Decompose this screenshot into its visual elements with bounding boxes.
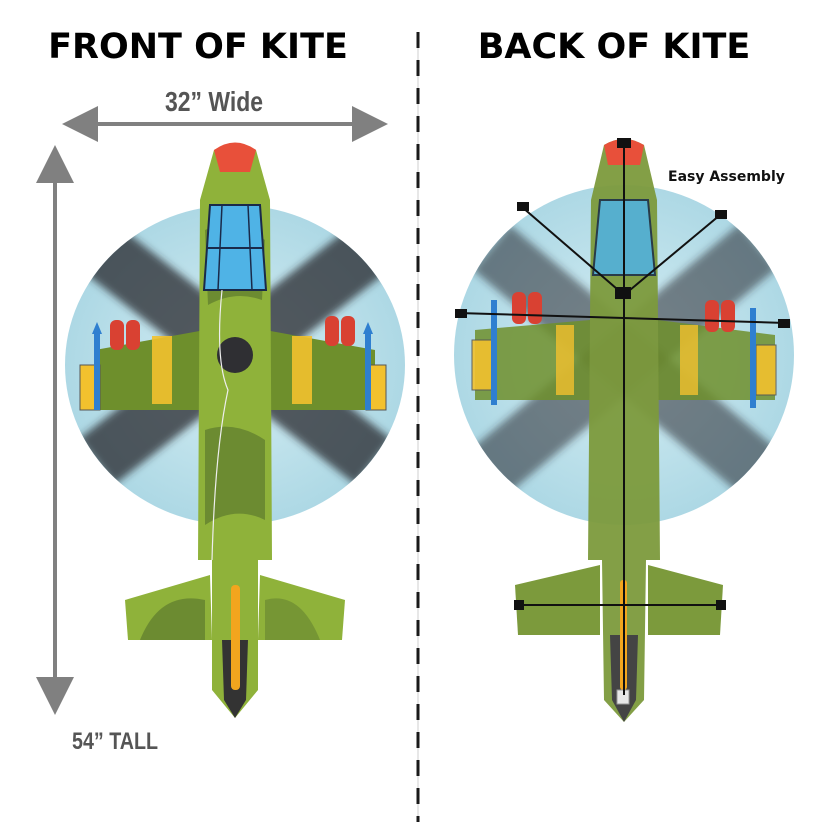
height-arrow [36,145,74,715]
width-dimension-label: 32” Wide [165,86,264,117]
front-title: FRONT OF KITE [48,27,348,67]
easy-assembly-label: Easy Assembly [668,169,785,185]
front-kite [65,142,405,718]
height-dimension-label: 54” TALL [72,728,159,755]
back-kite [454,138,794,722]
back-title: BACK OF KITE [477,27,751,67]
